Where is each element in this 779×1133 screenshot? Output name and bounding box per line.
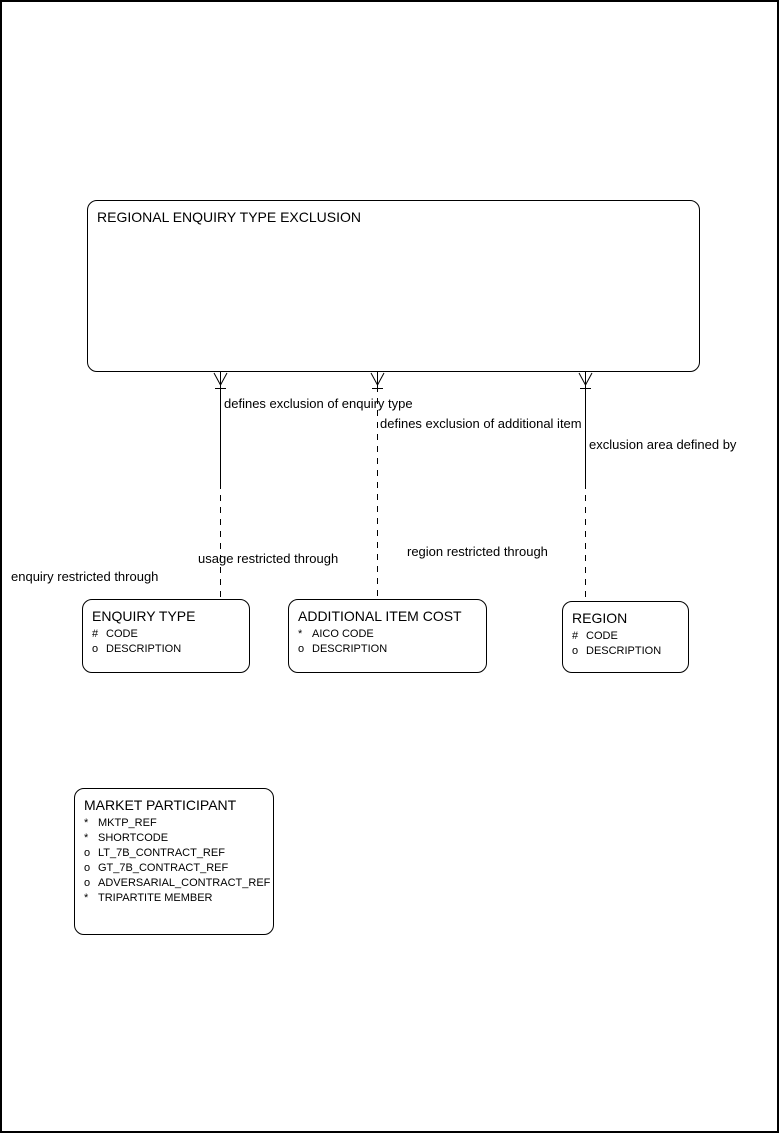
attribute-name: CODE <box>106 628 138 640</box>
attribute-prefix: o <box>84 847 91 859</box>
relationship-label-exclusion-area-defined-by: exclusion area defined by <box>589 437 737 452</box>
entity-additional-item-cost: ADDITIONAL ITEM COST * AICO CODE o DESCR… <box>288 599 487 673</box>
entity-title: ENQUIRY TYPE <box>92 608 196 624</box>
attribute-name: DESCRIPTION <box>312 643 388 655</box>
attribute-prefix: o <box>84 862 91 874</box>
relationship-label-defines-exclusion-of-enquiry-type: defines exclusion of enquiry type <box>224 396 413 411</box>
attribute-row: o DESCRIPTION <box>83 642 249 657</box>
attribute-prefix: * <box>84 817 89 829</box>
relationship-label-enquiry-restricted-through: enquiry restricted through <box>11 569 159 584</box>
attribute-row: # CODE <box>563 629 688 644</box>
attribute-prefix: o <box>92 643 99 655</box>
attribute-prefix: o <box>298 643 305 655</box>
attribute-name: TRIPARTITE MEMBER <box>98 892 213 904</box>
attribute-row: o DESCRIPTION <box>289 642 486 657</box>
relationship-label-usage-restricted-through: usage restricted through <box>198 551 339 566</box>
attribute-prefix: o <box>84 877 91 889</box>
attribute-prefix: * <box>84 892 89 904</box>
connector-additional-item-cost <box>370 372 385 599</box>
attribute-name: GT_7B_CONTRACT_REF <box>98 862 229 874</box>
attribute-name: LT_7B_CONTRACT_REF <box>98 847 225 859</box>
entity-title: MARKET PARTICIPANT <box>84 797 237 813</box>
entity-region: REGION # CODE o DESCRIPTION <box>562 601 689 673</box>
attribute-list: * MKTP_REF * SHORTCODE o LT_7B_CONTRACT_… <box>75 816 273 906</box>
attribute-name: SHORTCODE <box>98 832 169 844</box>
entity-title: ADDITIONAL ITEM COST <box>298 608 462 624</box>
relationship-label-defines-exclusion-of-additional-item: defines exclusion of additional item <box>380 416 582 431</box>
attribute-list: # CODE o DESCRIPTION <box>83 627 249 657</box>
attribute-name: MKTP_REF <box>98 817 157 829</box>
attribute-name: DESCRIPTION <box>586 645 662 657</box>
entity-title: REGION <box>572 610 628 626</box>
attribute-name: ADVERSARIAL_CONTRACT_REF <box>98 877 271 889</box>
attribute-row: * SHORTCODE <box>75 831 273 846</box>
connector-region <box>578 372 593 601</box>
crow-foot-icon <box>213 372 228 389</box>
attribute-name: DESCRIPTION <box>106 643 182 655</box>
attribute-name: AICO CODE <box>312 628 374 640</box>
attribute-prefix: o <box>572 645 579 657</box>
attribute-list: * AICO CODE o DESCRIPTION <box>289 627 486 657</box>
attribute-row: # CODE <box>83 627 249 642</box>
entity-title: REGIONAL ENQUIRY TYPE EXCLUSION <box>97 209 362 225</box>
attribute-row: o ADVERSARIAL_CONTRACT_REF <box>75 876 273 891</box>
attribute-row: * MKTP_REF <box>75 816 273 831</box>
crow-foot-icon <box>370 372 385 389</box>
relationship-label-region-restricted-through: region restricted through <box>407 544 548 559</box>
attribute-prefix: # <box>572 630 579 642</box>
crow-foot-icon <box>578 372 593 389</box>
attribute-row: o DESCRIPTION <box>563 644 688 659</box>
entity-regional-enquiry-type-exclusion: REGIONAL ENQUIRY TYPE EXCLUSION <box>87 200 700 372</box>
attribute-list: # CODE o DESCRIPTION <box>563 629 688 659</box>
attribute-prefix: * <box>84 832 89 844</box>
entity-enquiry-type: ENQUIRY TYPE # CODE o DESCRIPTION <box>82 599 250 673</box>
attribute-prefix: * <box>298 628 303 640</box>
attribute-prefix: # <box>92 628 99 640</box>
attribute-row: * AICO CODE <box>289 627 486 642</box>
attribute-name: CODE <box>586 630 618 642</box>
attribute-row: o LT_7B_CONTRACT_REF <box>75 846 273 861</box>
connector-enquiry-type <box>213 372 228 599</box>
attribute-row: * TRIPARTITE MEMBER <box>75 891 273 906</box>
attribute-row: o GT_7B_CONTRACT_REF <box>75 861 273 876</box>
entity-market-participant: MARKET PARTICIPANT * MKTP_REF * SHORTCOD… <box>74 788 274 935</box>
